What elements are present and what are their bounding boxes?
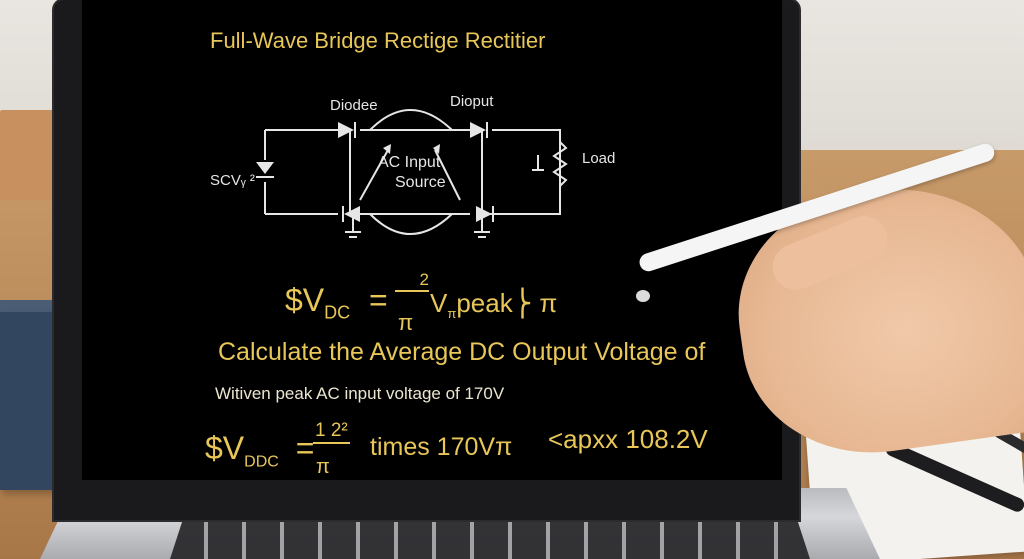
formula-2-result: <apxx 108.2V [548,424,708,454]
formula-2-numerator: 1 2² [313,420,350,444]
formula-1-num-text: 2 [395,270,429,292]
formula-1-lhs: $VDC = [285,282,388,323]
source-label-line2: Source [395,174,446,191]
load-label: Load [582,150,616,167]
formula-1-v: $V [285,282,325,318]
stylus-tip [636,290,650,302]
input-voltage-label: SCVᵧ ² [210,172,255,189]
formula-1-denominator: π [398,310,414,335]
formula-2-denominator: π [316,456,330,478]
formula-2-num-text: 1 2² [313,420,350,444]
formula-2-lhs: $VDDC = [205,430,314,471]
formula-1-sub: DC [324,302,351,323]
diode-label-left: Diodee [330,97,378,114]
formula-1-rhs: Vπpeak⎬ π [430,288,557,321]
formula-2-rhs: times 170Vπ [370,433,513,461]
formula-2-sub: DDC [244,453,279,471]
formula-1-v2-sub: π [447,306,457,322]
diode-label-right: Dioput [450,93,494,110]
formula-1-numerator: 2 [395,270,429,292]
formula-1-tail: peak⎬ π [456,288,558,318]
problem-heading: Calculate the Average DC Output Voltage … [218,338,706,366]
laptop-screen [82,0,782,480]
problem-subheading: Witiven peak AC input voltage of 170V [215,384,505,403]
formula-2-equals: = [295,430,315,466]
formula-2-v: $V [205,430,245,466]
source-label-line1: AC Input [378,154,441,171]
bridge-rectifier-circuit [256,109,568,238]
screen-title: Full-Wave Bridge Rectige Rectitier [210,28,546,53]
formula-1-equals: = [369,282,388,318]
formula-1-v2: V [430,288,448,318]
